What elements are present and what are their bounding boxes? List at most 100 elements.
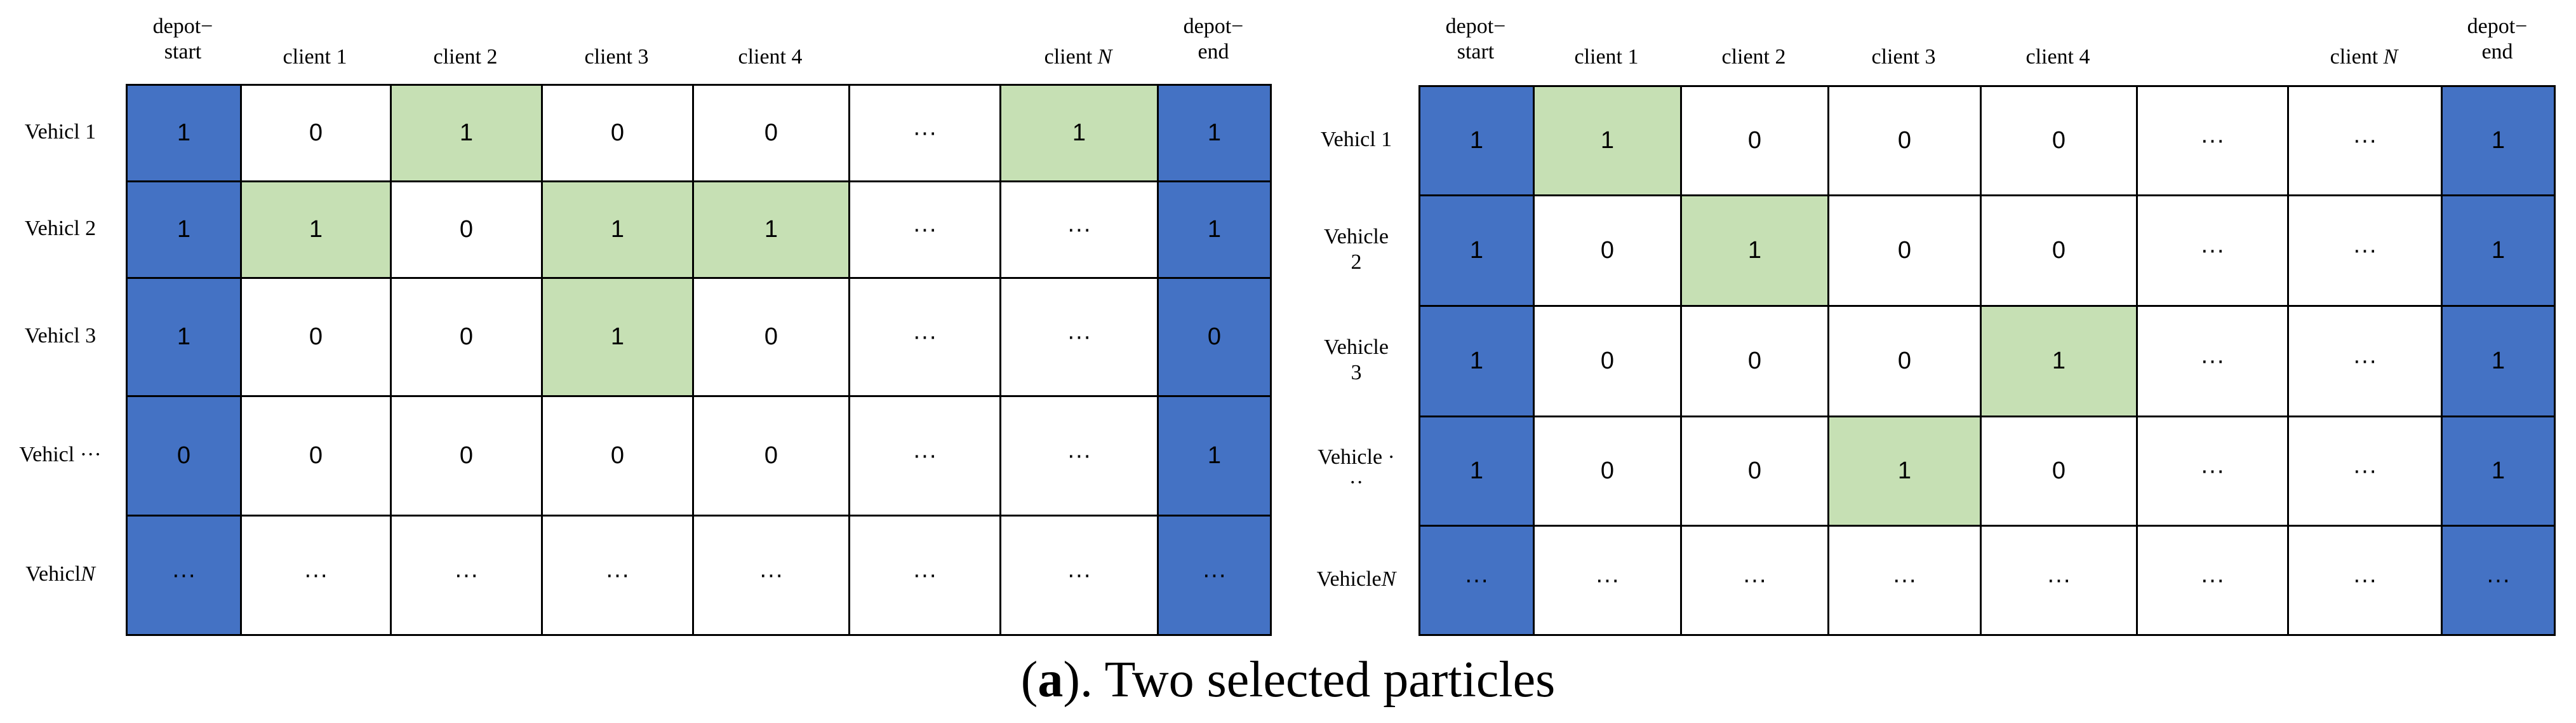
matrix-cell: 0 (390, 180, 543, 279)
matrix-cell: 1 (240, 180, 392, 279)
row-header: Vehicl 3 (24, 324, 97, 348)
row-header: Vehicl 2 (24, 217, 97, 240)
matrix-cell: ··· (2136, 416, 2289, 527)
matrix-cell: 0 (1533, 194, 1682, 307)
matrix-cell: 1 (692, 180, 850, 279)
matrix-cell: ··· (390, 515, 543, 636)
matrix-cell: 0 (240, 395, 392, 517)
matrix-cell: 1 (541, 180, 694, 279)
caption-letter: a (1038, 652, 1064, 708)
matrix-cell: 0 (1680, 416, 1829, 527)
matrix-cell: 0 (692, 84, 850, 182)
matrix-cell: ··· (126, 515, 242, 636)
caption-open: ( (1020, 652, 1038, 708)
matrix-cell: 1 (126, 180, 242, 279)
figure-caption: (a). Two selected particles (0, 648, 2576, 712)
matrix-cell: ··· (2287, 305, 2443, 417)
row-header: Vehicl 1 (1320, 128, 1392, 151)
matrix-cell: 0 (240, 277, 392, 397)
column-header: client 2 (433, 45, 498, 69)
row-header: Vehicl ··· (19, 443, 102, 466)
matrix-cell: ··· (848, 515, 1001, 636)
matrix-cell: 0 (1680, 85, 1829, 196)
matrix-cell: 1 (1680, 194, 1829, 307)
column-header: client 3 (584, 45, 649, 69)
column-header: depot− start (1445, 15, 1506, 64)
matrix-cell: 1 (126, 84, 242, 182)
matrix-cell: 0 (1533, 305, 1682, 417)
column-header: client 4 (738, 45, 803, 69)
matrix-cell: 0 (390, 277, 543, 397)
matrix-cell: ··· (2136, 85, 2289, 196)
matrix-cell: 1 (541, 277, 694, 397)
row-header: Vehicle 3 (1324, 335, 1389, 384)
column-header: depot− end (1183, 15, 1244, 64)
row-header: Vehicl 1 (24, 120, 97, 144)
matrix-cell: ··· (999, 395, 1159, 517)
matrix-cell: 1 (390, 84, 543, 182)
matrix-cell: ··· (2287, 525, 2443, 636)
matrix-cell: 1 (2441, 194, 2556, 307)
matrix-cell: 0 (541, 84, 694, 182)
matrix-cell: ··· (848, 277, 1001, 397)
column-header: client 3 (1871, 45, 1936, 69)
column-header: client 1 (1574, 45, 1639, 69)
matrix-cell: ··· (848, 395, 1001, 517)
matrix-cell: 0 (1980, 194, 2138, 307)
matrix-cell: 0 (1827, 194, 1982, 307)
matrix-cell: ··· (240, 515, 392, 636)
column-header: depot− end (2467, 15, 2528, 64)
column-header: depot− start (152, 15, 213, 64)
matrix-cell: 0 (1827, 85, 1982, 196)
matrix-cell: 1 (1157, 180, 1272, 279)
matrix-cell: ··· (692, 515, 850, 636)
column-header: client 4 (2025, 45, 2090, 69)
table-row: ························ (1418, 525, 2556, 636)
matrix-cell: ··· (2287, 416, 2443, 527)
matrix-cell: 1 (1418, 194, 1535, 307)
matrix-cell: ··· (848, 84, 1001, 182)
matrix-cell: 0 (692, 395, 850, 517)
matrix-cell: 1 (1418, 305, 1535, 417)
matrix-cell: 0 (1980, 416, 2138, 527)
matrix-cell: 1 (1418, 85, 1535, 196)
column-header: client N (1044, 45, 1112, 69)
matrix-cell: 1 (1533, 85, 1682, 196)
column-header: client 1 (283, 45, 347, 69)
row-header: Vehicle 2 (1324, 225, 1389, 274)
matrix-cell: ··· (2441, 525, 2556, 636)
matrix-cell: 1 (1827, 416, 1982, 527)
matrix-cell: 1 (2441, 416, 2556, 527)
matrix-cell: ··· (999, 180, 1159, 279)
matrix-cell: 1 (999, 84, 1159, 182)
matrix-cell: 0 (1980, 85, 2138, 196)
matrix-cell: 0 (390, 395, 543, 517)
matrix-cell: 0 (1157, 277, 1272, 397)
caption-text: ). Two selected particles (1063, 652, 1556, 708)
matrix-cell: 0 (692, 277, 850, 397)
matrix-cell: 1 (1418, 416, 1535, 527)
matrix-cell: 1 (1157, 84, 1272, 182)
row-header: Vehicl N (25, 562, 95, 586)
table-row: ························ (126, 515, 1272, 636)
row-header: Vehicle N (1316, 567, 1396, 591)
matrix-cell: ··· (2136, 305, 2289, 417)
column-header: client N (2330, 45, 2398, 69)
matrix-cell: ··· (848, 180, 1001, 279)
matrix-cell: 0 (1533, 416, 1682, 527)
matrix-cell: ··· (1827, 525, 1982, 636)
matrix-cell: 1 (1157, 395, 1272, 517)
matrix-cell: 0 (126, 395, 242, 517)
matrix-cell: ··· (2287, 85, 2443, 196)
matrix-cell: ··· (999, 515, 1159, 636)
matrix-cell: ··· (1980, 525, 2138, 636)
